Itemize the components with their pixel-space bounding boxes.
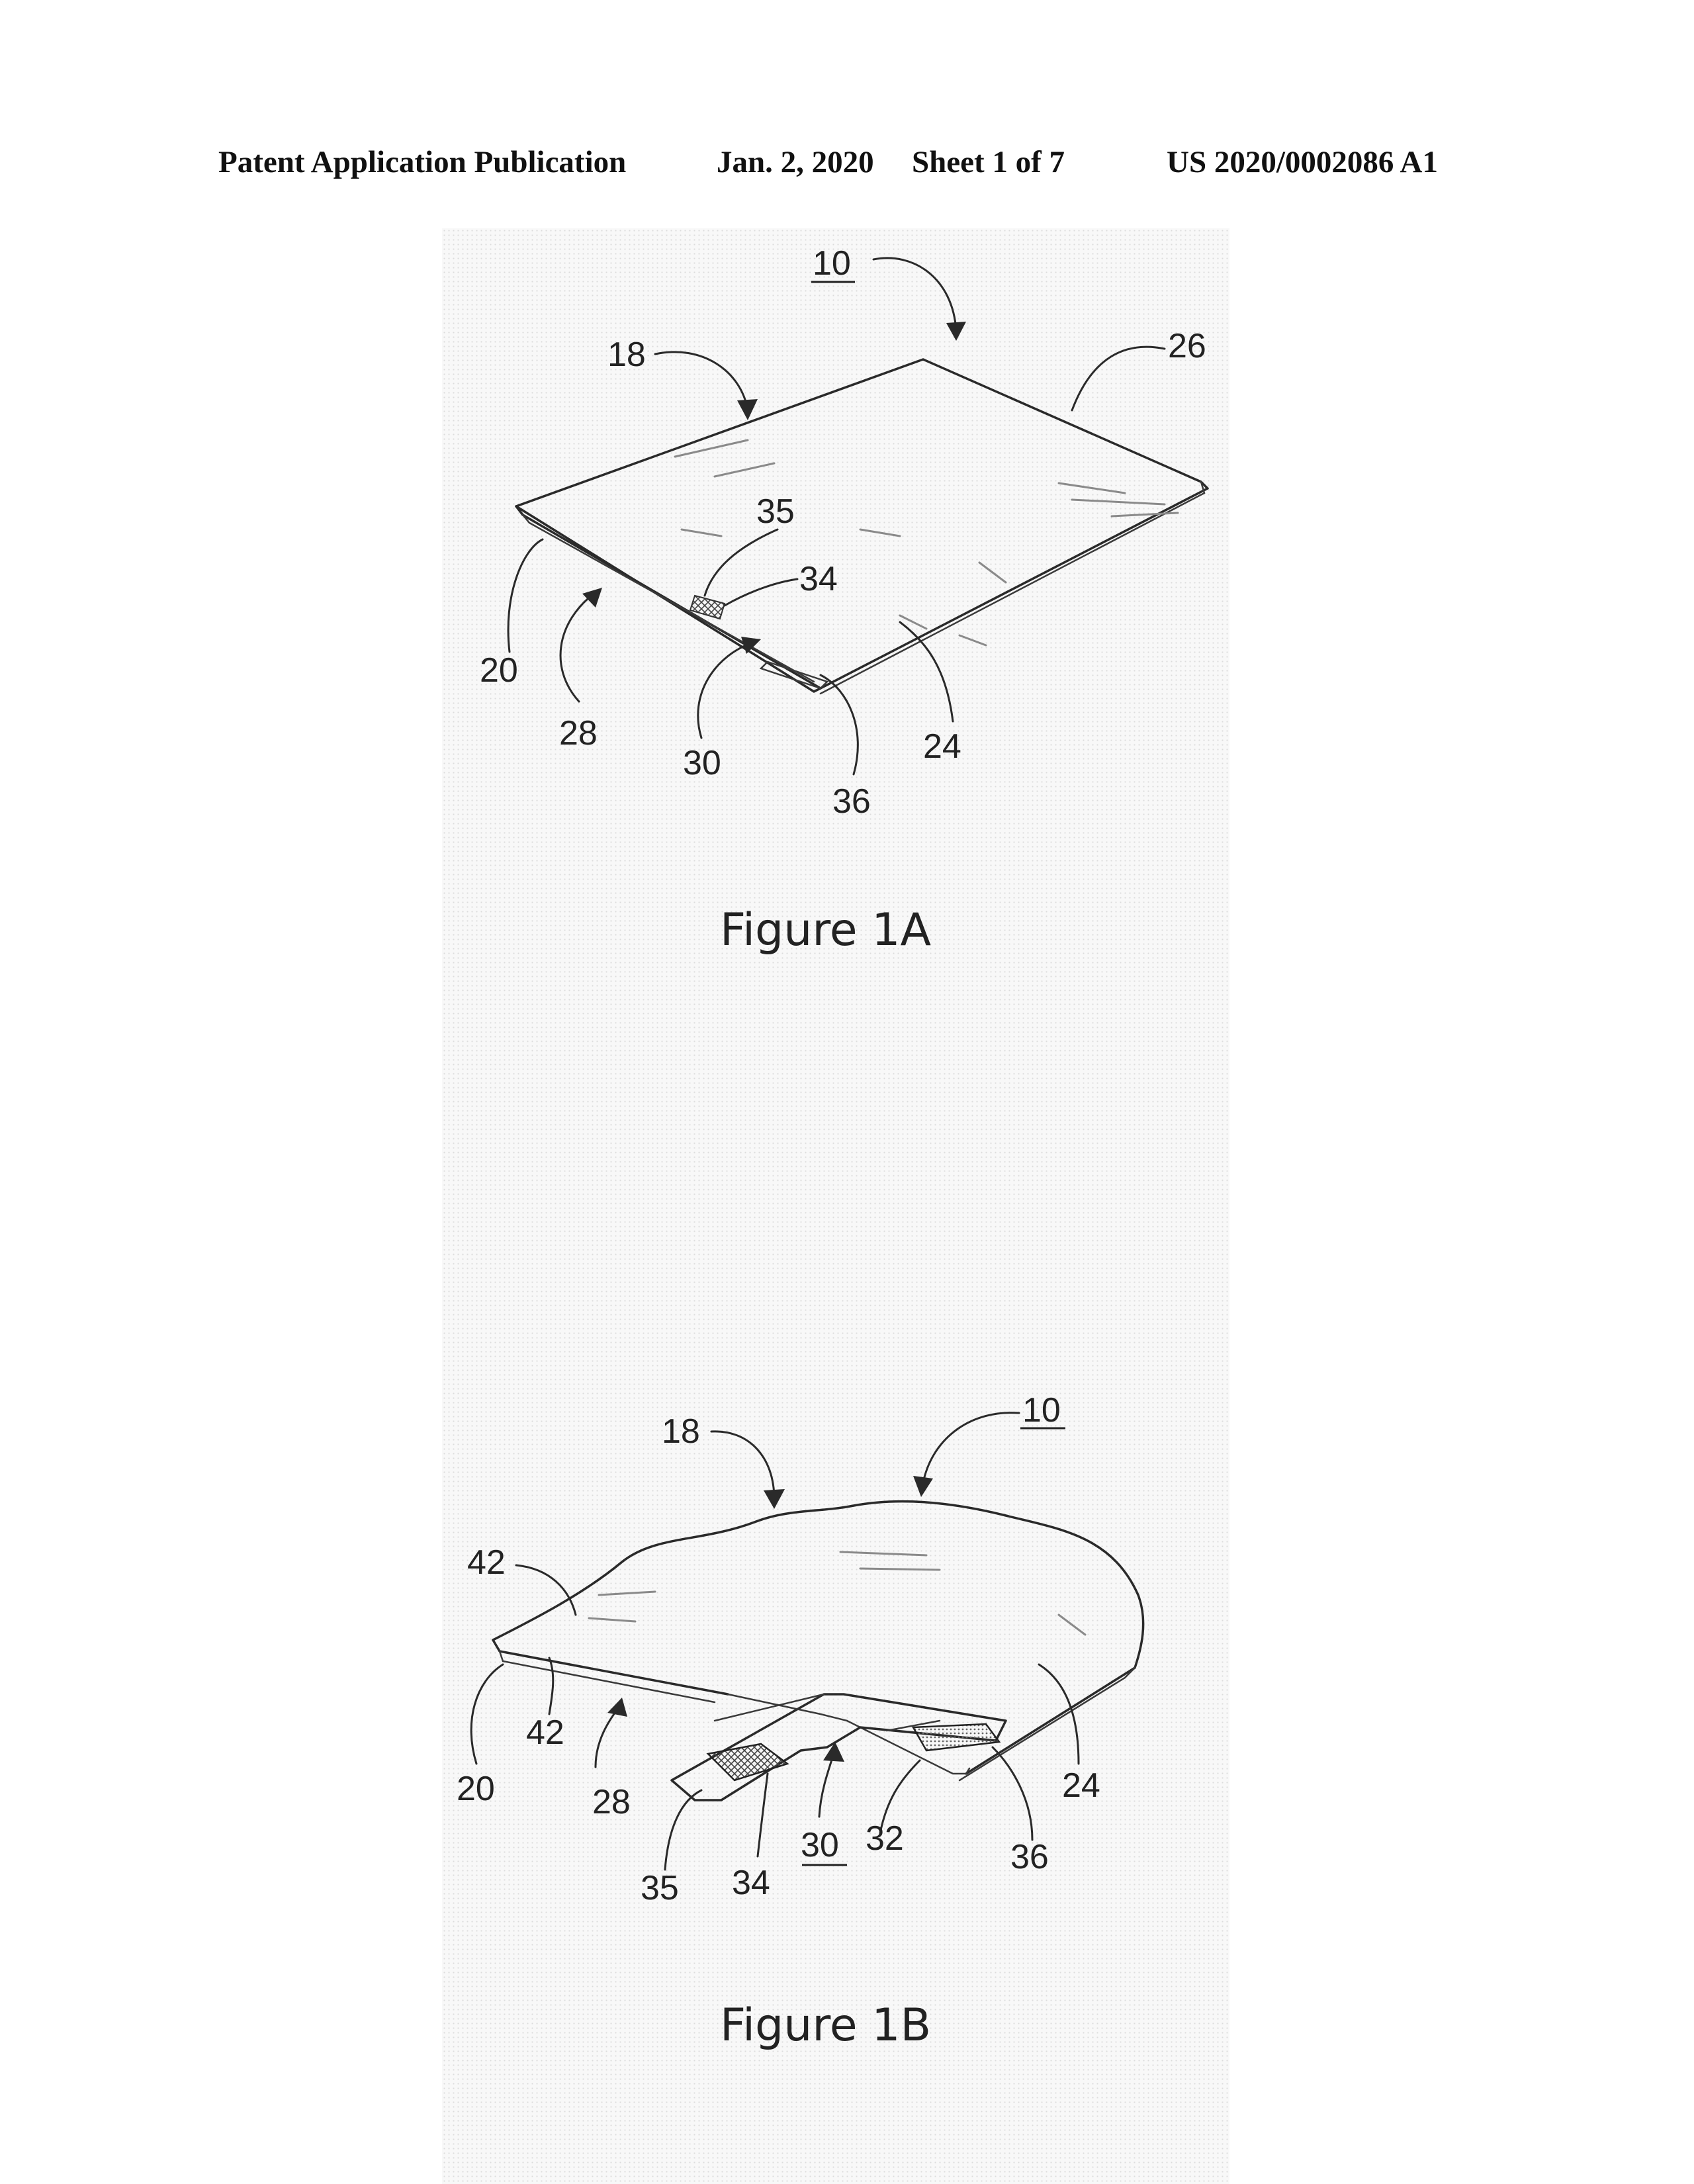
ref-30: 30	[683, 744, 721, 782]
ref-20: 20	[480, 651, 518, 690]
ref-42-lower: 42	[526, 1713, 564, 1752]
drawing-sheet	[442, 228, 1229, 2184]
ref-35-1b: 35	[641, 1869, 679, 1907]
ref-10: 10	[813, 244, 851, 283]
ref-36-1b: 36	[1010, 1838, 1049, 1876]
ref-18: 18	[607, 336, 646, 374]
patent-number: US 2020/0002086 A1	[1167, 145, 1438, 179]
hatched-patch-34	[706, 1743, 789, 1782]
figure-1a-caption: Figure 1A	[720, 904, 931, 956]
ref-28-1b: 28	[592, 1783, 631, 1821]
figure-1b: 18 10 42 42 20 28 24 32 36 30 35 34 Figu…	[457, 1391, 1145, 2052]
ref-24-1b: 24	[1062, 1766, 1100, 1805]
figure-1a: 10 18 26 35 34 20 28 30 36 24 Figure 1A	[480, 244, 1209, 956]
ref-10-1b: 10	[1022, 1391, 1061, 1430]
dotted-patch-36	[911, 1723, 1001, 1752]
ref-30-1b: 30	[801, 1826, 839, 1864]
pouch-outline-1a	[515, 358, 1209, 693]
ref-26: 26	[1168, 327, 1206, 365]
ref-32-1b: 32	[866, 1819, 904, 1858]
pouch-outline-1b	[492, 1500, 1145, 1775]
publication-label: Patent Application Publication	[218, 145, 627, 179]
ref-24: 24	[923, 727, 961, 766]
ref-34: 34	[799, 560, 838, 598]
sheet-number: Sheet 1 of 7	[912, 145, 1065, 179]
ref-35: 35	[756, 492, 795, 531]
publication-date: Jan. 2, 2020	[717, 145, 874, 179]
page-header: Patent Application Publication Jan. 2, 2…	[0, 144, 1694, 191]
pull-tab-1b	[670, 1693, 1007, 1801]
ref-36: 36	[832, 782, 871, 821]
figure-1b-caption: Figure 1B	[720, 1999, 931, 2052]
ref-28: 28	[559, 714, 598, 752]
ref-18-1b: 18	[662, 1412, 700, 1451]
ref-34-1b: 34	[732, 1864, 770, 1902]
ref-20-1b: 20	[457, 1770, 495, 1808]
ref-42-top: 42	[467, 1543, 506, 1582]
